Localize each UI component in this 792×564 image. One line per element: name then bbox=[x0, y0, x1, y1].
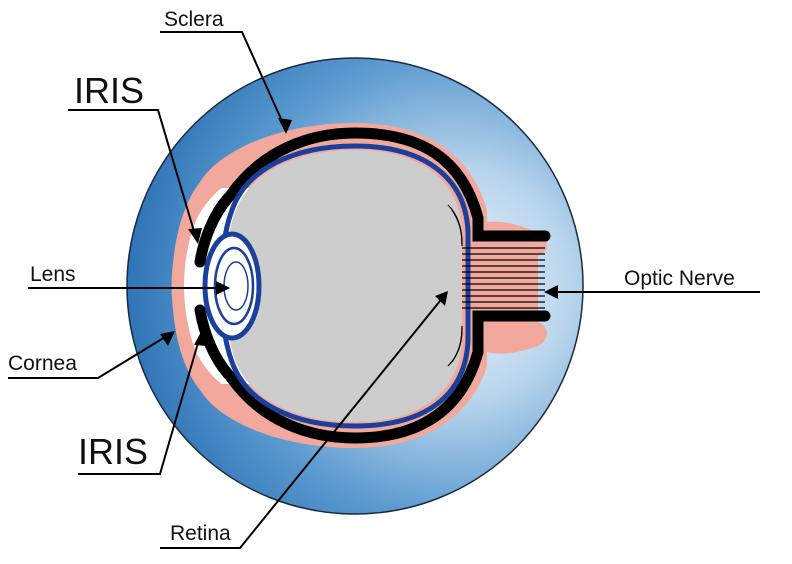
label-lens: Lens bbox=[30, 263, 76, 286]
iris-lower-band bbox=[194, 304, 234, 380]
label-sclera: Sclera bbox=[164, 8, 224, 31]
label-cornea: Cornea bbox=[8, 352, 77, 375]
retina-layer bbox=[219, 143, 471, 429]
iris-upper-band bbox=[194, 192, 234, 268]
optic-nerve-fibers bbox=[447, 204, 545, 367]
label-optic-nerve: Optic Nerve bbox=[624, 267, 735, 290]
label-iris-bottom: IRIS bbox=[78, 431, 148, 472]
sclera-ring bbox=[224, 127, 551, 444]
arrowheads bbox=[160, 118, 558, 346]
vitreous-body bbox=[226, 150, 462, 422]
label-retina: Retina bbox=[170, 522, 231, 545]
lens-core bbox=[223, 261, 249, 311]
leader-lines bbox=[8, 31, 760, 549]
label-iris-top: IRIS bbox=[74, 70, 144, 111]
cornea-shape bbox=[171, 178, 225, 394]
